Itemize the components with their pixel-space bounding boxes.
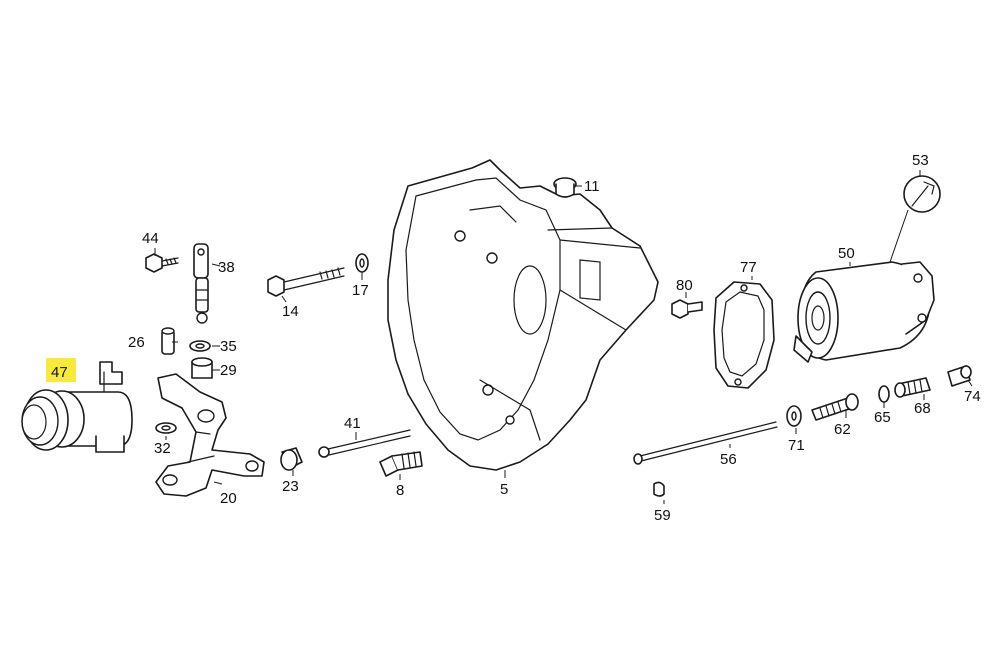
part-38-pushrod[interactable] [193, 243, 209, 324]
label-74[interactable]: 74 [964, 388, 981, 405]
part-71-washer[interactable] [786, 405, 802, 427]
part-56-pushrod[interactable] [633, 421, 778, 465]
part-65-o-ring[interactable] [878, 385, 890, 403]
part-77-gasket[interactable] [713, 281, 775, 389]
label-50[interactable]: 50 [838, 245, 855, 262]
part-23-plug[interactable] [280, 447, 303, 471]
label-80[interactable]: 80 [676, 277, 693, 294]
part-68-valve[interactable] [894, 377, 931, 398]
label-20[interactable]: 20 [220, 490, 237, 507]
label-32[interactable]: 32 [154, 440, 171, 457]
part-47-highlight [46, 358, 76, 382]
leader-lines [154, 170, 973, 504]
label-5[interactable]: 5 [500, 481, 508, 498]
label-8[interactable]: 8 [396, 482, 404, 499]
label-38[interactable]: 38 [218, 259, 235, 276]
label-29[interactable]: 29 [220, 362, 237, 379]
part-8-screw[interactable] [379, 451, 423, 477]
label-35[interactable]: 35 [220, 338, 237, 355]
part-35-washer[interactable] [189, 340, 211, 352]
label-11[interactable]: 11 [584, 178, 600, 195]
label-68[interactable]: 68 [914, 400, 931, 417]
part-50-slave-cylinder[interactable] [793, 261, 935, 363]
part-29-bushing[interactable] [191, 357, 213, 379]
label-62[interactable]: 62 [834, 421, 851, 438]
part-11-plug[interactable] [553, 177, 577, 198]
label-26[interactable]: 26 [128, 334, 145, 351]
label-71[interactable]: 71 [788, 437, 805, 454]
part-26-pin[interactable] [161, 327, 175, 355]
part-41-rod[interactable] [318, 429, 411, 458]
part-62-threaded-pin[interactable] [811, 393, 859, 421]
part-labels: 47 44 38 26 35 29 32 20 14 17 41 23 8 5 … [51, 152, 981, 524]
part-20-release-fork[interactable] [155, 373, 265, 497]
label-17[interactable]: 17 [352, 282, 369, 299]
label-53[interactable]: 53 [912, 152, 929, 169]
part-59-clip[interactable] [653, 481, 665, 497]
label-77[interactable]: 77 [740, 259, 757, 276]
label-65[interactable]: 65 [874, 409, 891, 426]
label-41[interactable]: 41 [344, 415, 361, 432]
label-47[interactable]: 47 [51, 364, 68, 381]
part-17-washer[interactable] [355, 253, 369, 273]
label-23[interactable]: 23 [282, 478, 299, 495]
label-44[interactable]: 44 [142, 230, 159, 247]
part-14-long-bolt[interactable] [267, 267, 345, 297]
label-56[interactable]: 56 [720, 451, 737, 468]
part-44-bolt[interactable] [145, 253, 179, 273]
label-59[interactable]: 59 [654, 507, 671, 524]
part-47-release-bearing[interactable] [21, 358, 133, 453]
part-74-bleeder-cap[interactable] [947, 365, 972, 387]
label-14[interactable]: 14 [282, 303, 299, 320]
part-53-tool-symbol [903, 175, 941, 213]
part-5-bell-housing[interactable] [387, 159, 659, 471]
part-80-bolt[interactable] [671, 299, 703, 319]
part-32-clip[interactable] [155, 422, 177, 434]
